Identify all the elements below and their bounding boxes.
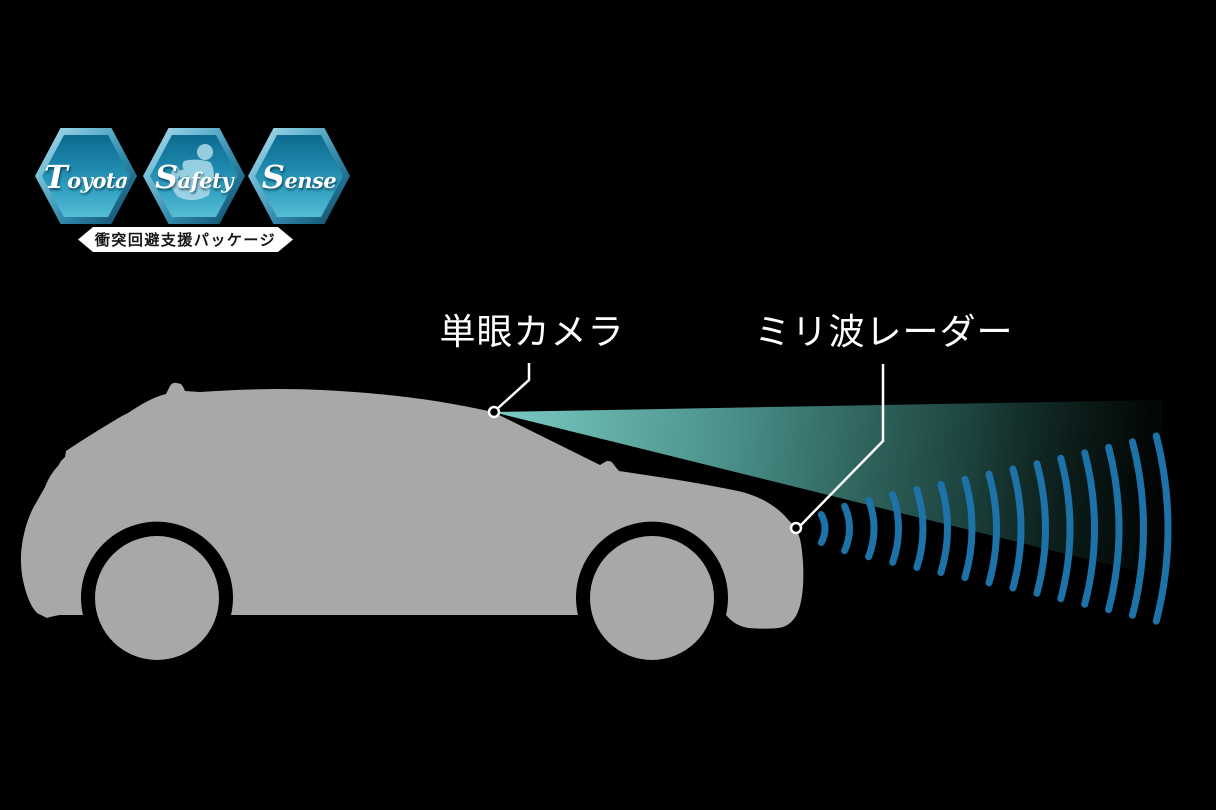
camera-leader [487, 363, 531, 419]
logo-word-sense: Sense [261, 158, 337, 196]
radar-marker-icon [789, 521, 803, 535]
radar-arc [841, 502, 853, 555]
front-wheel [590, 536, 714, 660]
logo-word-toyota: Toyota [43, 158, 129, 196]
camera-marker-icon [487, 405, 501, 419]
radar-arc [1009, 465, 1025, 592]
radar-arc [913, 486, 927, 571]
logo-badge-safety: Safety [143, 128, 245, 224]
radar-arc [865, 496, 878, 561]
logo-badge-sense: Sense [248, 128, 350, 224]
logo-badge-toyota: Toyota [35, 128, 137, 224]
radar-arc [1152, 432, 1172, 625]
radar-arc [1128, 438, 1147, 619]
radar-arc [817, 511, 829, 546]
car-body-silhouette [20, 382, 804, 629]
radar-arc [1105, 443, 1123, 614]
radar-arc [1081, 449, 1098, 608]
driver-silhouette-icon [170, 144, 214, 201]
radar-arc [961, 475, 976, 582]
radar-arc [985, 470, 1000, 587]
radar-leader [789, 364, 885, 535]
radar-arc [1033, 460, 1049, 597]
radar-arc [889, 491, 902, 566]
rear-wheel [95, 536, 219, 660]
logo-subtitle-banner: 衝突回避支援パッケージ [78, 227, 293, 252]
radar-arc [937, 480, 951, 577]
radar-label: ミリ波レーダー [754, 312, 1014, 353]
toyota-safety-sense-logo: Toyota Safety Sense 衝 [35, 128, 355, 280]
camera-label: 単眼カメラ [439, 312, 625, 353]
radar-arc [1057, 454, 1074, 603]
logo-word-safety: Safety [154, 158, 234, 196]
logo-subtitle-text: 衝突回避支援パッケージ [94, 231, 277, 249]
radar-wave-arcs [817, 432, 1172, 625]
